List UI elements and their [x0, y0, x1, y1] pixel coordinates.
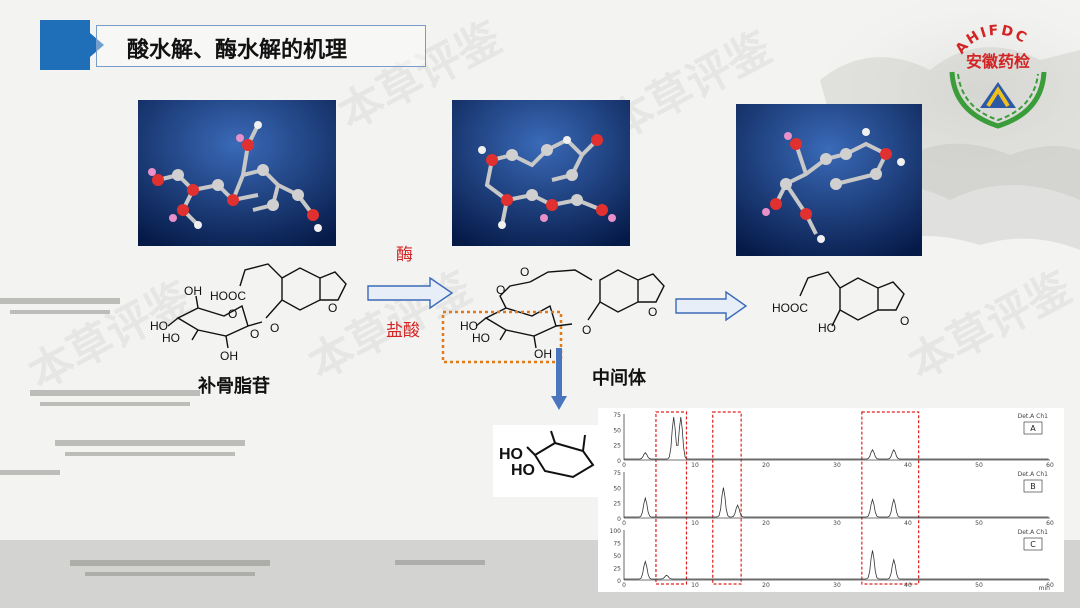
- x-tick-label: 30: [833, 462, 841, 469]
- ahifdc-logo: AHIFDC: [949, 23, 1047, 129]
- panel-letter: B: [1030, 482, 1036, 491]
- acid-label: 盐酸: [386, 321, 420, 341]
- intermediate-label: 中间体: [592, 368, 646, 389]
- y-tick-label: 25: [613, 566, 621, 573]
- inset-ho-label: HO: [511, 462, 535, 479]
- y-tick-label: 0: [617, 578, 621, 585]
- chem-label: O: [496, 283, 505, 297]
- chem-label: OH: [220, 349, 238, 363]
- retention-window: [861, 411, 920, 585]
- y-tick-label: 25: [613, 501, 621, 508]
- chem-label: OH: [184, 284, 202, 298]
- y-tick-label: 0: [617, 516, 621, 523]
- page-title: 酸水解、酶水解的机理: [127, 38, 348, 63]
- x-tick-label: 40: [904, 582, 912, 589]
- detector-label: Det.A Ch1: [1018, 529, 1049, 536]
- enzyme-label: 酶: [396, 245, 413, 265]
- y-tick-label: 50: [613, 553, 621, 560]
- chem-label: O: [328, 301, 337, 315]
- x-tick-label: 50: [975, 582, 983, 589]
- x-tick-label: 60: [1046, 582, 1054, 589]
- chem-label: OH: [534, 347, 552, 361]
- y-tick-label: 75: [613, 412, 621, 419]
- chem-label: O: [250, 327, 259, 341]
- chem-label: HOOC: [772, 301, 808, 315]
- chem-label: O: [270, 321, 279, 335]
- y-tick-label: 25: [613, 443, 621, 450]
- x-tick-label: 50: [975, 462, 983, 469]
- inset-ho-label: HO: [499, 446, 523, 463]
- x-tick-label: 60: [1046, 462, 1054, 469]
- x-tick-label: 50: [975, 520, 983, 527]
- panel-letter: A: [1030, 424, 1036, 433]
- panel-letter-box: [1023, 421, 1043, 435]
- molecule-3d-model-intermediate: [452, 100, 630, 246]
- molecule-3d-model-product: [736, 104, 922, 256]
- glucose-inset: HO HO: [493, 425, 603, 497]
- chromatogram-trace: [624, 416, 1049, 460]
- x-tick-label: 10: [691, 520, 699, 527]
- panel-letter: C: [1030, 540, 1036, 549]
- x-tick-label: 30: [833, 520, 841, 527]
- psoralenoside-label: 补骨脂苷: [198, 376, 270, 397]
- title-accent-tab: [40, 20, 104, 70]
- x-tick-label: 10: [691, 582, 699, 589]
- down-arrow: [551, 348, 567, 410]
- y-tick-label: 75: [613, 470, 621, 477]
- chem-label: O: [582, 323, 591, 337]
- y-tick-label: 50: [613, 485, 621, 492]
- x-tick-label: 30: [833, 582, 841, 589]
- x-tick-label: 20: [762, 462, 770, 469]
- chromatogram-trace: [624, 487, 1049, 518]
- chem-label: HO: [150, 319, 168, 333]
- x-unit-label: min: [1039, 585, 1051, 592]
- retention-window: [655, 411, 688, 585]
- x-tick-label: 0: [622, 520, 626, 527]
- x-tick-label: 20: [762, 520, 770, 527]
- chem-label: HO: [818, 321, 836, 335]
- chem-label: O: [520, 265, 529, 279]
- panel-letter-box: [1023, 479, 1043, 493]
- y-tick-label: 75: [613, 541, 621, 548]
- x-tick-label: 0: [622, 582, 626, 589]
- chromatogram-trace: [624, 550, 1049, 580]
- panel-letter-box: [1023, 537, 1043, 551]
- chem-label: O: [228, 307, 237, 321]
- y-tick-label: 50: [613, 427, 621, 434]
- chem-label: O: [900, 314, 909, 328]
- retention-window: [712, 411, 742, 585]
- x-tick-label: 60: [1046, 520, 1054, 527]
- x-tick-label: 40: [904, 462, 912, 469]
- chem-label: HO: [472, 331, 490, 345]
- x-tick-label: 40: [904, 520, 912, 527]
- x-tick-label: 10: [691, 462, 699, 469]
- x-tick-label: 0: [622, 462, 626, 469]
- detector-label: Det.A Ch1: [1018, 471, 1049, 478]
- title-box: 酸水解、酶水解的机理: [96, 25, 426, 67]
- molecule-3d-model-psoralenoside: [138, 100, 336, 246]
- detector-label: Det.A Ch1: [1018, 413, 1049, 420]
- y-tick-label: 100: [610, 528, 622, 535]
- chem-label: HOOC: [210, 289, 246, 303]
- y-tick-label: 0: [617, 458, 621, 465]
- logo-main-text: 安徽药检: [965, 52, 1030, 71]
- chem-label: HO: [460, 319, 478, 333]
- chem-label: HO: [162, 331, 180, 345]
- x-tick-label: 20: [762, 582, 770, 589]
- chem-label: O: [648, 305, 657, 319]
